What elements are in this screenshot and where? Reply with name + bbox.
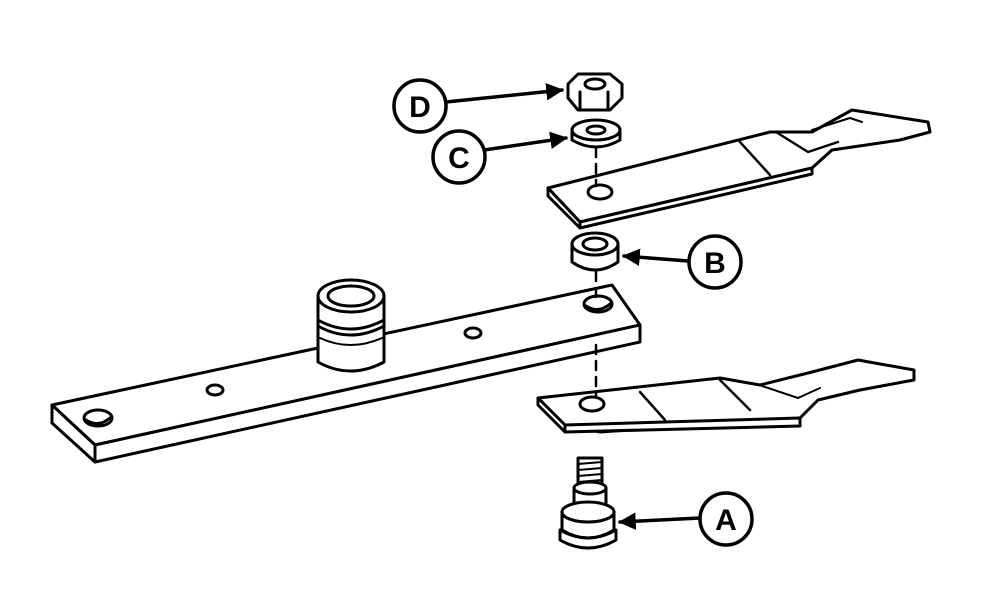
center-hub	[316, 278, 386, 373]
callout-a-label: A	[715, 504, 737, 537]
callout-b: B	[687, 234, 743, 290]
callout-a: A	[698, 491, 754, 547]
leader-arrow-c	[482, 131, 568, 152]
leader-arrow-d	[444, 82, 564, 104]
nut	[566, 72, 624, 112]
lower-blade	[536, 358, 916, 434]
washer	[570, 118, 622, 149]
blade-bolt	[558, 456, 618, 550]
callout-b-label: B	[704, 247, 726, 280]
callout-c: C	[431, 129, 487, 185]
leader-arrow-b	[622, 248, 690, 266]
upper-blade	[546, 108, 932, 230]
leader-arrows	[444, 82, 702, 530]
carrier-hole	[463, 326, 483, 340]
callout-d-label: D	[409, 91, 431, 124]
lower-blade-hole	[578, 395, 606, 413]
spacer-bushing	[570, 231, 620, 272]
leader-arrow-a	[618, 512, 702, 530]
callout-c-label: C	[448, 142, 470, 175]
carrier-hole	[205, 383, 225, 397]
upper-blade-hole	[586, 183, 614, 201]
callout-d: D	[392, 78, 448, 134]
